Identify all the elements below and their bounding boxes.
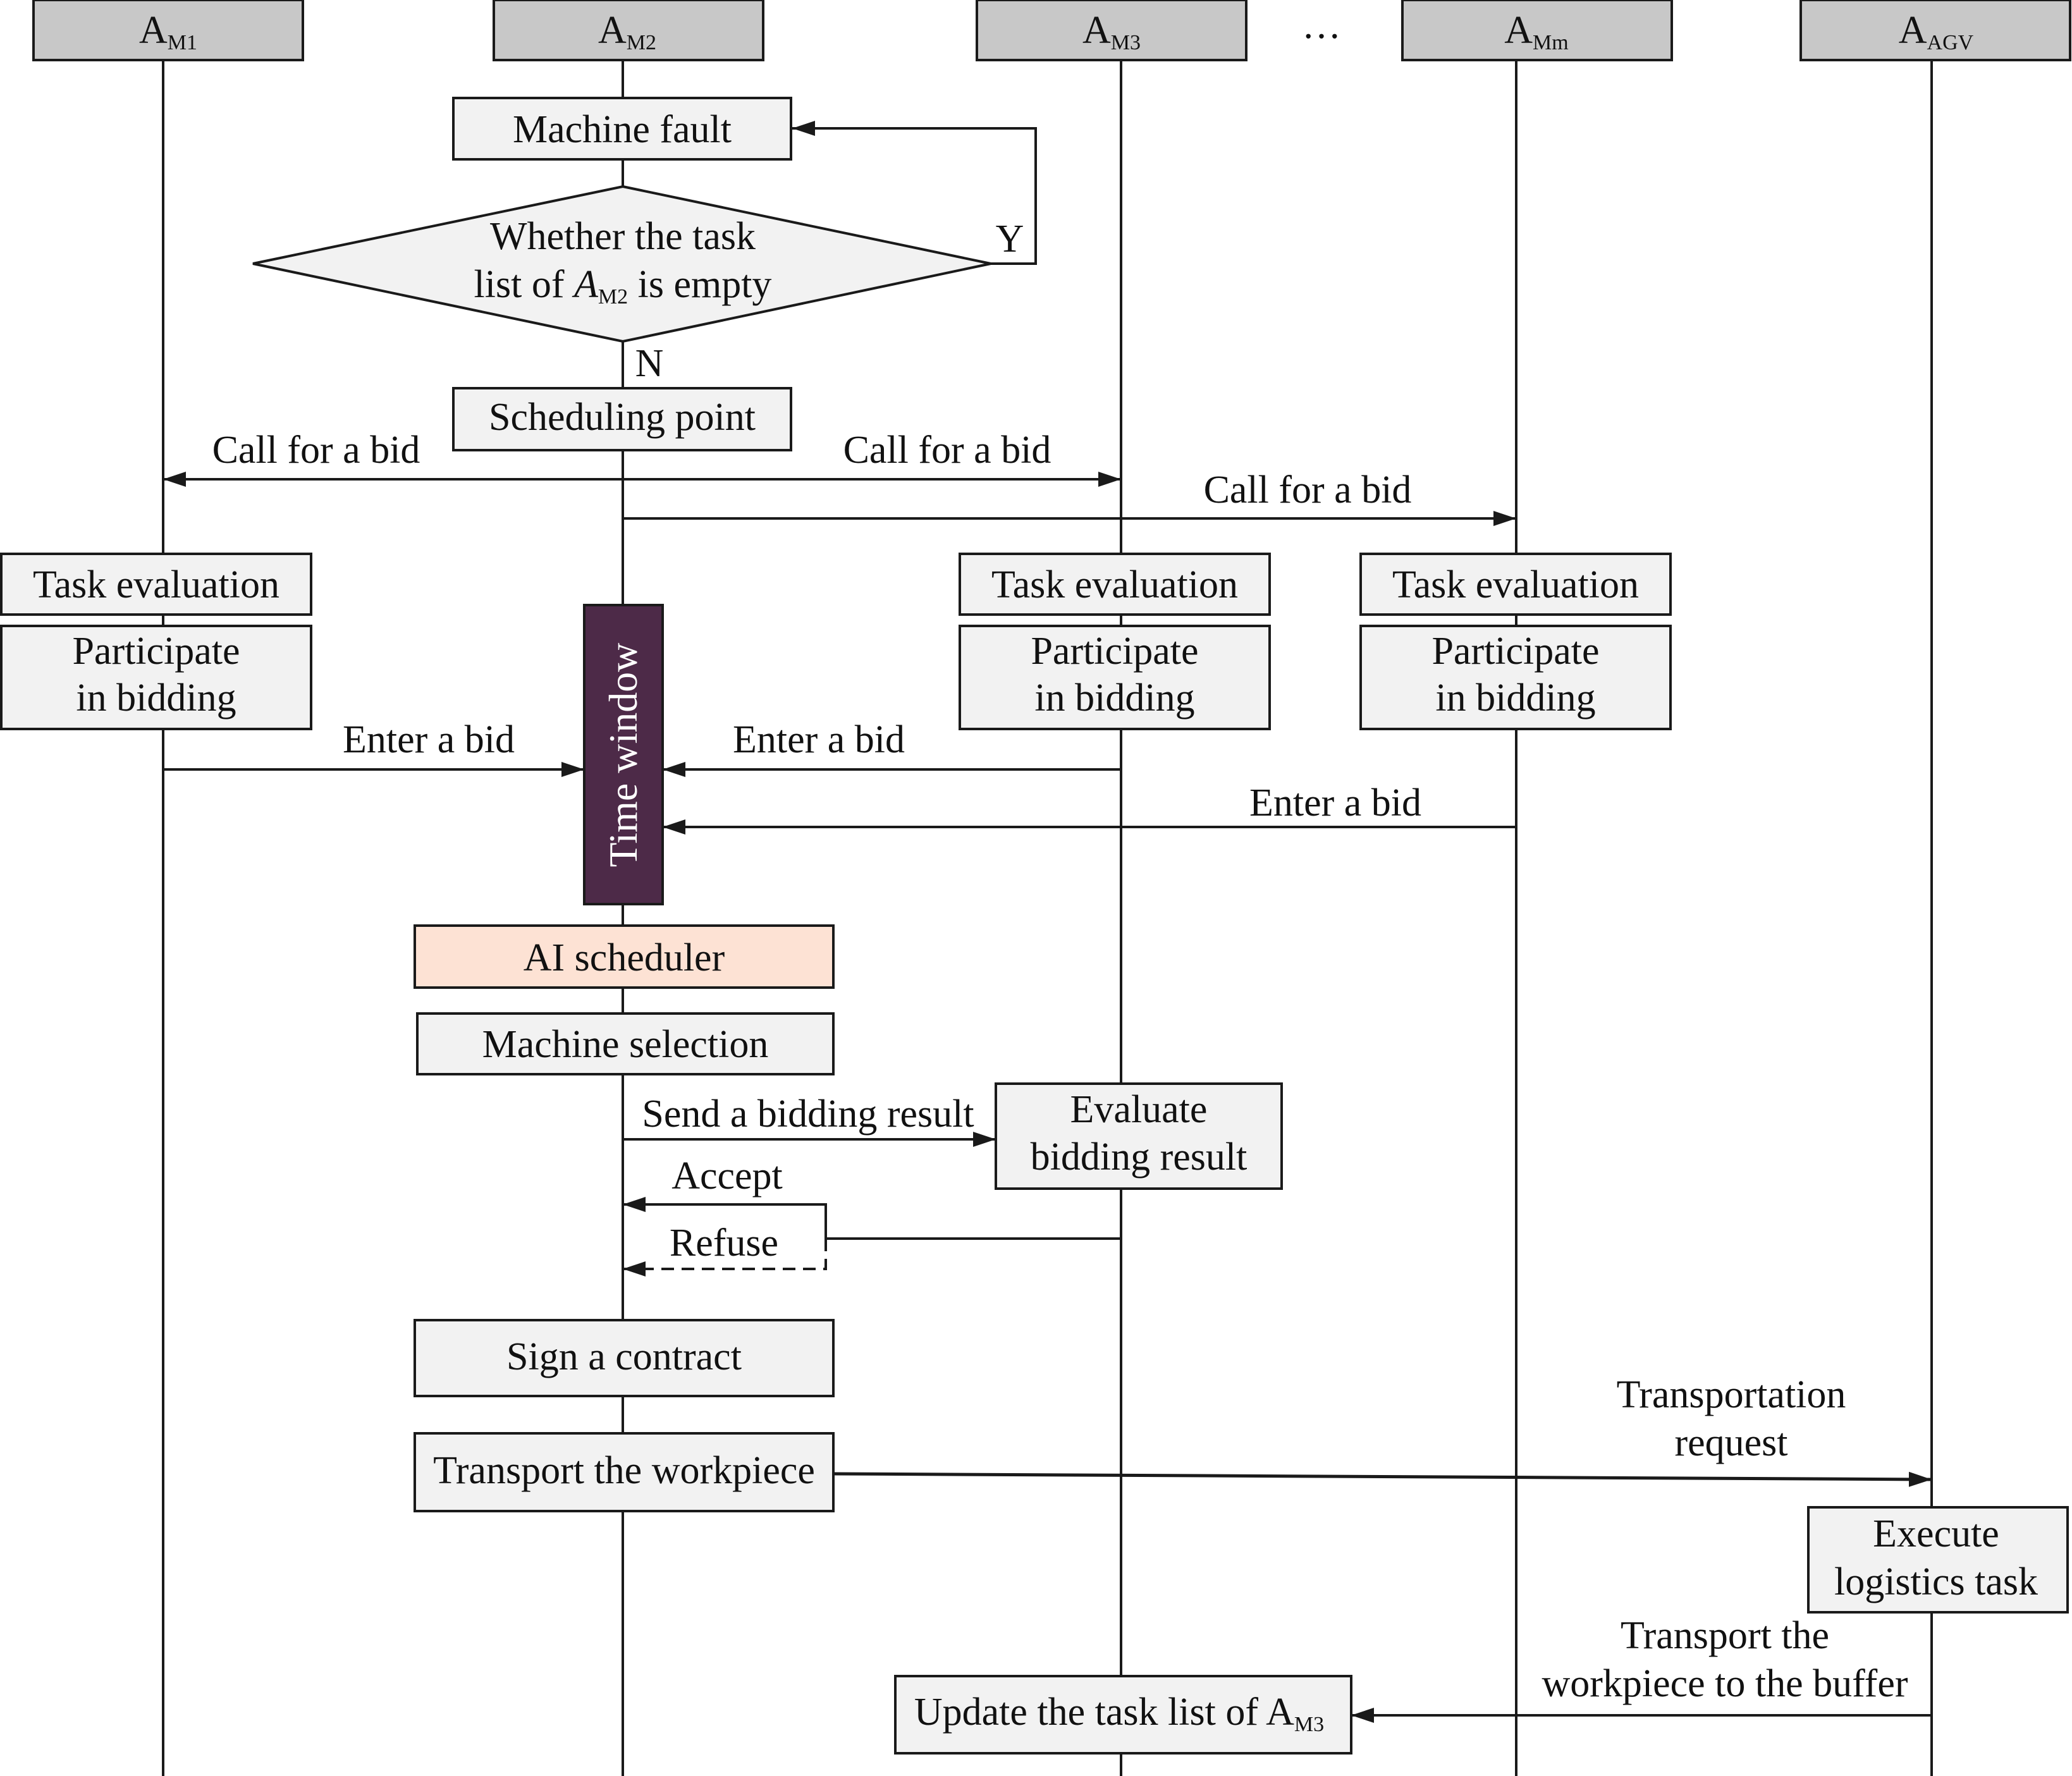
header-am3: AM3 <box>976 0 1247 61</box>
transport-workpiece-box: Transport the workpiece <box>414 1432 835 1512</box>
participate-amm: Participate in bidding <box>1359 625 1672 730</box>
transport-request-arrow <box>833 1471 1932 1487</box>
evaluate-result-box: Evaluate bidding result <box>995 1082 1283 1190</box>
svg-text:Participate: Participate <box>1031 630 1198 673</box>
header-amm-sub: Mm <box>1533 31 1569 54</box>
svg-text:AM2: AM2 <box>598 9 656 54</box>
machine-fault-label: Machine fault <box>513 108 732 151</box>
decision-diamond: Whether the task list of AM2 is empty <box>252 185 991 343</box>
call-for-bid-label-amm: Call for a bid <box>1204 468 1412 511</box>
task-evaluation-am3: Task evaluation <box>959 553 1271 616</box>
svg-text:AMm: AMm <box>1504 9 1568 54</box>
header-ellipsis: … <box>1302 4 1341 47</box>
svg-text:Evaluate: Evaluate <box>1070 1088 1208 1131</box>
header-am1-sub: M1 <box>168 31 197 54</box>
svg-text:bidding result: bidding result <box>1031 1136 1247 1179</box>
header-am2: AM2 <box>493 0 764 61</box>
svg-text:Task evaluation: Task evaluation <box>1392 563 1639 606</box>
enter-bid-label-amm: Enter a bid <box>1249 781 1421 824</box>
svg-text:Participate: Participate <box>1431 630 1599 673</box>
header-amm: AMm <box>1401 0 1673 61</box>
svg-text:AM1: AM1 <box>139 9 197 54</box>
header-aagv-sub: AGV <box>1927 31 1974 54</box>
svg-text:AM3: AM3 <box>1082 9 1141 54</box>
refuse-label: Refuse <box>670 1222 778 1265</box>
header-aagv-main: A <box>1899 9 1927 52</box>
svg-text:Execute: Execute <box>1873 1512 1999 1555</box>
decision-no-label: N <box>635 342 664 385</box>
svg-text:in bidding: in bidding <box>76 677 236 720</box>
transport-buffer-line2: workpiece to the buffer <box>1542 1662 1908 1705</box>
transport-workpiece-label: Transport the workpiece <box>433 1449 815 1492</box>
transport-request-line2: request <box>1674 1421 1787 1464</box>
scheduling-point-box: Scheduling point <box>452 387 792 451</box>
lifelines <box>162 60 1933 1776</box>
yes-loop-arrow <box>792 121 1037 265</box>
call-for-bid-label-am3: Call for a bid <box>843 429 1051 472</box>
sign-contract-box: Sign a contract <box>414 1319 835 1397</box>
scheduling-point-label: Scheduling point <box>489 396 756 439</box>
svg-text:Participate: Participate <box>72 630 240 673</box>
refuse-arrow <box>623 1239 827 1277</box>
task-evaluation-amm: Task evaluation <box>1359 553 1672 616</box>
svg-text:in bidding: in bidding <box>1034 677 1194 720</box>
svg-text:in bidding: in bidding <box>1435 677 1595 720</box>
header-am1-main: A <box>139 9 168 52</box>
sign-contract-label: Sign a contract <box>506 1335 742 1378</box>
machine-fault-box: Machine fault <box>452 97 792 161</box>
decision-line1: Whether the task <box>490 215 756 258</box>
update-task-list-box: Update the task list of AM3 <box>894 1675 1352 1755</box>
participate-am3: Participate in bidding <box>959 625 1271 730</box>
ai-scheduler-label: AI scheduler <box>524 936 725 979</box>
transport-request-line1: Transportation <box>1617 1373 1846 1416</box>
decision-yes-label: Y <box>996 217 1024 260</box>
enter-bid-label-am3: Enter a bid <box>733 718 905 761</box>
ai-scheduler-box: AI scheduler <box>414 924 835 989</box>
time-window-box: Time window <box>583 604 664 905</box>
decision-line2: list of AM2 is empty <box>474 263 772 309</box>
header-am3-sub: M3 <box>1111 31 1141 54</box>
machine-selection-box: Machine selection <box>416 1012 835 1075</box>
svg-text:Task evaluation: Task evaluation <box>991 563 1238 606</box>
task-evaluation-am1: Task evaluation <box>0 553 312 616</box>
svg-text:AAGV: AAGV <box>1899 9 1974 54</box>
execute-logistics-box: Execute logistics task <box>1807 1506 2069 1614</box>
header-amm-main: A <box>1504 9 1533 52</box>
accept-label: Accept <box>671 1154 783 1197</box>
enter-bid-label-am1: Enter a bid <box>343 718 515 761</box>
svg-text:Task evaluation: Task evaluation <box>33 563 279 606</box>
header-am1: AM1 <box>32 0 304 61</box>
time-window-label: Time window <box>601 642 646 867</box>
machine-selection-label: Machine selection <box>482 1023 769 1066</box>
call-for-bid-label-am1: Call for a bid <box>212 429 420 472</box>
transport-buffer-line1: Transport the <box>1621 1614 1829 1657</box>
accept-arrow <box>623 1197 827 1239</box>
header-am2-sub: M2 <box>627 31 656 54</box>
svg-text:logistics task: logistics task <box>1834 1560 2038 1603</box>
participate-am1: Participate in bidding <box>0 625 312 730</box>
header-aagv: AAGV <box>1799 0 2071 61</box>
header-am3-main: A <box>1082 9 1111 52</box>
header-am2-main: A <box>598 9 627 52</box>
update-task-list-label: Update the task list of AM3 <box>914 1691 1324 1736</box>
send-result-label: Send a bidding result <box>642 1093 974 1136</box>
